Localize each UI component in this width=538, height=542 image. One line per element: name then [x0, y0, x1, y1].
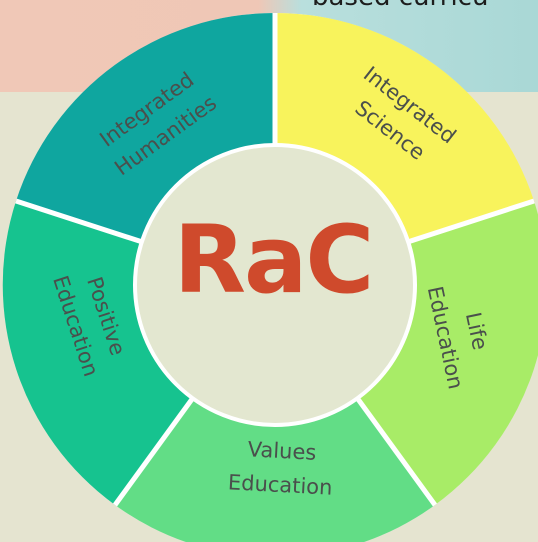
wheel-hub: [133, 143, 417, 427]
background-heading-text: based curricu: [312, 0, 488, 12]
label-line2: Education: [227, 470, 333, 499]
label-values-education: Values Education: [227, 437, 333, 499]
label-line1: Values: [247, 437, 317, 465]
rac-logo: RaC: [173, 206, 375, 315]
